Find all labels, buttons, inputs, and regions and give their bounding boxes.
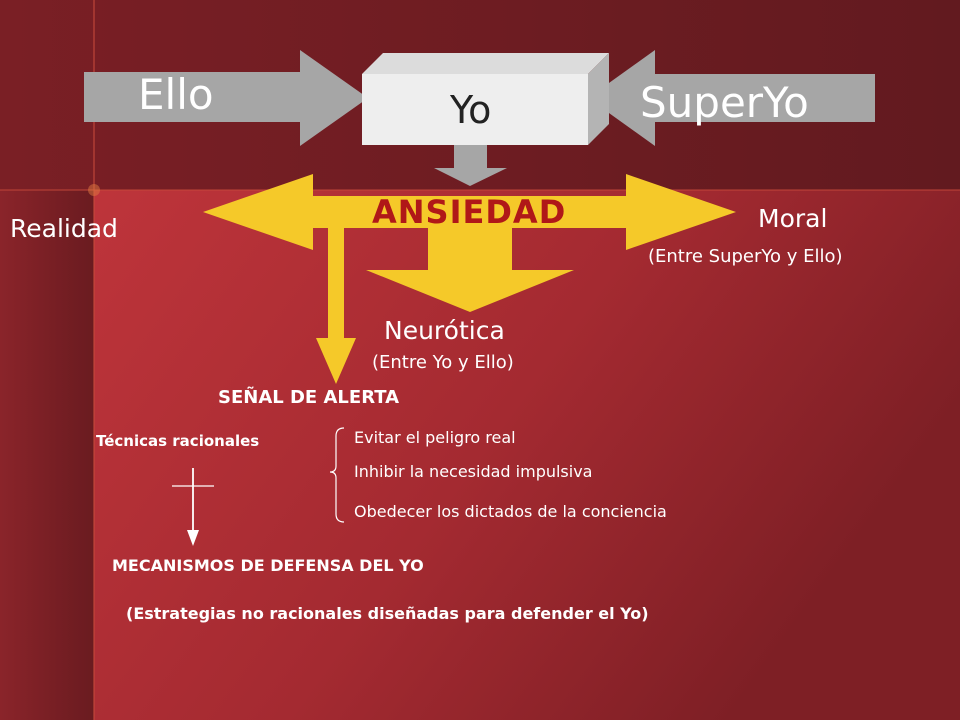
yo-down-arrow [434, 145, 507, 186]
option-inhibir-necesidad: Inhibir la necesidad impulsiva [354, 462, 593, 481]
yo-box-top [362, 53, 609, 74]
ello-label: Ello [138, 70, 214, 119]
tecnicas-racionales-label: Técnicas racionales [96, 432, 260, 450]
neurotica-arrow [366, 228, 574, 312]
mecanismos-defensa-label: MECANISMOS DE DEFENSA DEL YO [112, 556, 424, 575]
options-bracket [329, 427, 345, 523]
down-arrow-head [187, 530, 199, 546]
option-obedecer-conciencia: Obedecer los dictados de la conciencia [354, 502, 667, 521]
ello-arrow [84, 50, 368, 146]
neurotica-label: Neurótica [384, 316, 505, 345]
neurotica-sublabel: (Entre Yo y Ello) [372, 352, 514, 373]
estrategias-label: (Estrategias no racionales diseñadas par… [126, 604, 649, 623]
superyo-arrow [588, 50, 875, 146]
yo-label: Yo [450, 88, 492, 132]
senal-de-alerta-label: SEÑAL DE ALERTA [218, 387, 400, 408]
superyo-label: SuperYo [640, 78, 809, 127]
senal-arrow [316, 228, 356, 384]
option-evitar-peligro: Evitar el peligro real [354, 428, 516, 447]
ansiedad-label: ANSIEDAD [372, 193, 567, 231]
moral-sublabel: (Entre SuperYo y Ello) [648, 246, 843, 267]
yo-box [362, 74, 588, 145]
yo-box-side [588, 53, 609, 145]
ansiedad-double-arrow [203, 174, 736, 250]
moral-label: Moral [758, 204, 828, 233]
realidad-label: Realidad [10, 214, 118, 243]
